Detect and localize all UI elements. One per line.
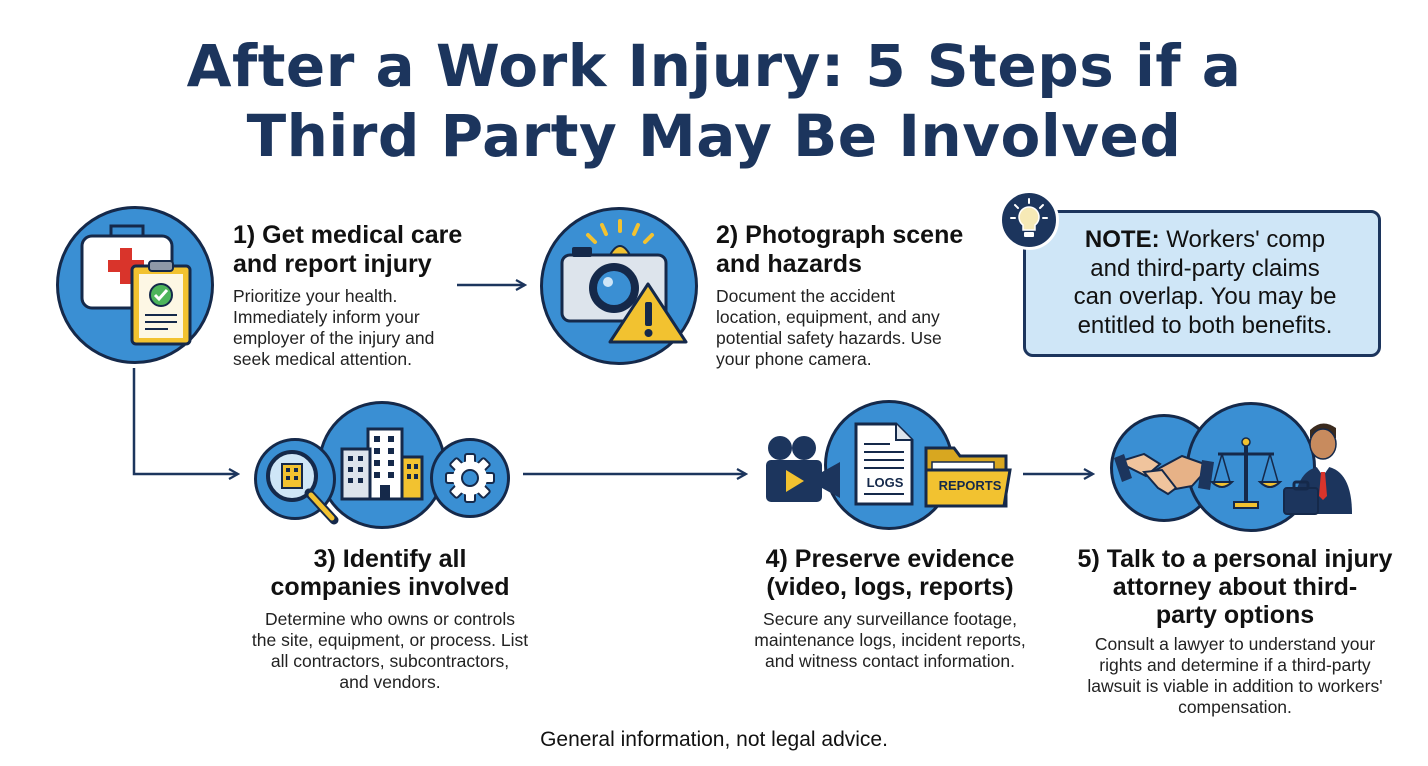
- step2-desc-line-4: your phone camera.: [716, 349, 872, 369]
- handshake-icon: [1114, 452, 1214, 496]
- note-text: NOTE: Workers' comp and third-party clai…: [1040, 226, 1370, 340]
- magnifier-building-icon: [266, 450, 339, 525]
- step3-title-line-1: 3) Identify all: [313, 545, 467, 573]
- step3-desc-line-2: the site, equipment, or process. List: [251, 630, 529, 650]
- lightbulb-icon: [1010, 198, 1048, 237]
- clipboard-check-icon: [130, 260, 192, 346]
- scales-of-justice-icon: [1209, 437, 1283, 509]
- office-building-icon: [340, 427, 424, 501]
- reports-label: REPORTS: [938, 478, 1002, 493]
- note-line-3: can overlap. You may be: [1073, 283, 1337, 310]
- logs-label: LOGS: [866, 475, 904, 490]
- step5-title-line-1: 5) Talk to a personal injury: [1077, 545, 1393, 573]
- warning-icon: [608, 282, 688, 344]
- arrow-step1-to-step3: [132, 368, 238, 474]
- step1-title-line-1: 1) Get medical care: [233, 221, 463, 249]
- step5-desc-line-3: lawsuit is viable in addition to workers…: [1087, 676, 1383, 696]
- reports-folder-icon: [924, 446, 1012, 508]
- note-line-4: entitled to both benefits.: [1077, 311, 1333, 339]
- video-camera-icon: [766, 436, 840, 502]
- attorney-icon: [1283, 423, 1352, 515]
- step2-desc-line-1: Document the accident: [716, 286, 895, 306]
- page-title-line-2: Third Party May Be Involved: [246, 102, 1182, 170]
- step5-desc-line-1: Consult a lawyer to understand your: [1094, 634, 1376, 654]
- note-label: NOTE:: [1084, 226, 1160, 253]
- note-line-1: Workers' comp: [1159, 226, 1326, 253]
- step5-title-line-3: party options: [1155, 601, 1315, 629]
- step1-desc-line-4: seek medical attention.: [233, 349, 412, 369]
- note-box: [1023, 210, 1381, 357]
- step4-desc-line-1: Secure any surveillance footage,: [763, 609, 1017, 629]
- step2-title-line-1: 2) Photograph scene: [716, 221, 964, 249]
- gear-icon: [445, 453, 495, 503]
- step4-desc-line-2: maintenance logs, incident reports,: [754, 630, 1026, 650]
- page-title-line-1: After a Work Injury: 5 Steps if a: [186, 32, 1242, 100]
- step2-desc-line-2: location, equipment, and any: [716, 307, 940, 327]
- step5-desc-line-4: compensation.: [1178, 697, 1292, 717]
- step5-title-line-2: attorney about third-: [1112, 573, 1358, 601]
- step1-desc-line-1: Prioritize your health.: [233, 286, 398, 306]
- step2-title-line-2: and hazards: [716, 250, 862, 278]
- step3-desc-line-4: and vendors.: [339, 672, 441, 692]
- disclaimer-footer: General information, not legal advice.: [540, 728, 888, 751]
- step3-desc-line-3: all contractors, subcontractors,: [270, 651, 510, 671]
- step4-title-line-2: (video, logs, reports): [766, 573, 1014, 601]
- step1-desc-line-2: Immediately inform your: [233, 307, 420, 327]
- step4-desc-line-3: and witness contact information.: [765, 651, 1015, 671]
- step5-desc-line-2: rights and determine if a third-party: [1099, 655, 1371, 675]
- step3-desc-line-1: Determine who owns or controls: [265, 609, 515, 629]
- step1-desc-line-3: employer of the injury and: [233, 328, 435, 348]
- step2-desc-line-3: potential safety hazards. Use: [716, 328, 942, 348]
- logs-document-icon: [854, 422, 914, 506]
- step3-title-line-2: companies involved: [270, 573, 510, 601]
- step4-title-line-1: 4) Preserve evidence: [765, 545, 1015, 573]
- note-line-2: and third-party claims: [1090, 254, 1320, 282]
- step1-title-line-2: and report injury: [233, 250, 432, 278]
